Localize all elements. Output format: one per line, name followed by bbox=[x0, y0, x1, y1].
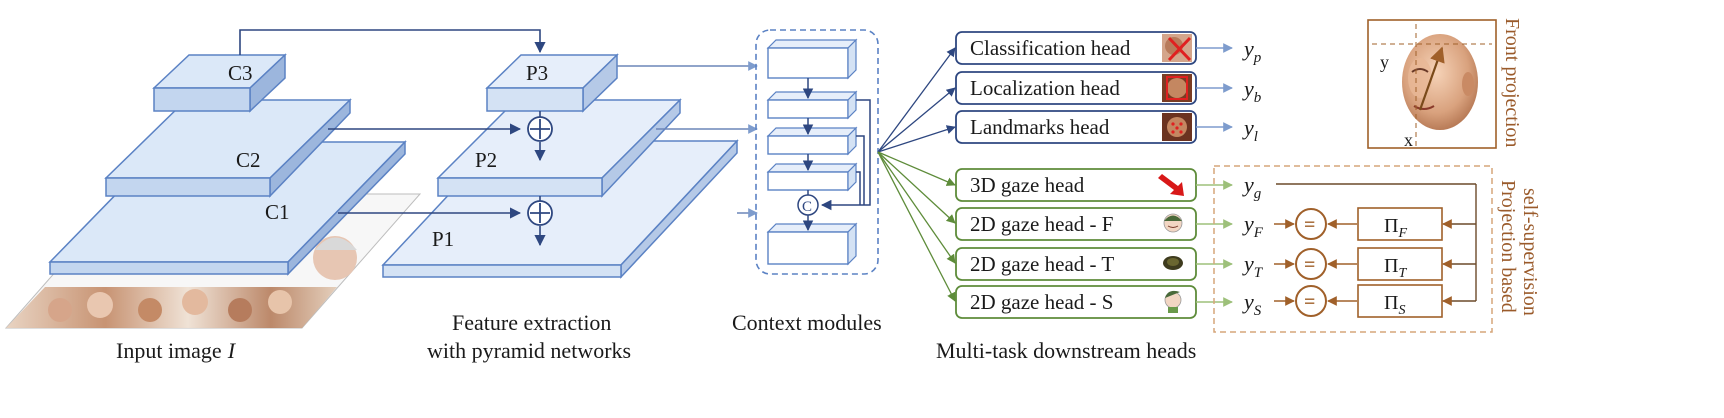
front-axis-y: y bbox=[1380, 52, 1389, 72]
self-supervision-line1: Projection based bbox=[1497, 180, 1519, 313]
head-landmarks-label: Landmarks head bbox=[970, 115, 1110, 139]
context-modules: C bbox=[755, 29, 879, 275]
head-classification: Classification head yp bbox=[955, 31, 1262, 66]
face-crossed-icon bbox=[1162, 34, 1192, 62]
pi-f-label: ΠF bbox=[1384, 215, 1407, 241]
output-yf: yF bbox=[1242, 211, 1264, 241]
p3-label: P3 bbox=[526, 61, 548, 85]
front-axis-x: x bbox=[1404, 130, 1413, 150]
head-2d-gaze-s-label: 2D gaze head - S bbox=[970, 290, 1113, 314]
add-node-c1 bbox=[527, 200, 553, 226]
self-supervision-region: = ΠF = ΠT = ΠS Projection based self-sup… bbox=[1213, 165, 1541, 333]
c3-label: C3 bbox=[228, 61, 253, 85]
head-landmarks: Landmarks head yl bbox=[955, 110, 1258, 145]
equals-symbol-s: = bbox=[1304, 291, 1315, 313]
caption-feature-line1: Feature extraction bbox=[452, 310, 611, 335]
c3-block: C3 bbox=[152, 53, 287, 113]
caption-context: Context modules bbox=[732, 310, 882, 335]
head-3d-gaze-label: 3D gaze head bbox=[970, 173, 1085, 197]
equals-symbol-f: = bbox=[1304, 214, 1315, 236]
projection-row-t: = ΠT bbox=[1274, 247, 1443, 281]
output-yl: yl bbox=[1242, 115, 1258, 145]
output-yt: yT bbox=[1242, 251, 1264, 281]
output-yg: yg bbox=[1242, 172, 1262, 202]
p2-block: P2 bbox=[436, 98, 682, 198]
head-fanout bbox=[877, 47, 956, 302]
head-3d-gaze: 3D gaze head yg bbox=[955, 168, 1262, 202]
head-classification-label: Classification head bbox=[970, 36, 1131, 60]
p3-block: P3 bbox=[485, 53, 619, 113]
self-supervision-line2: self-supervision bbox=[1519, 188, 1541, 316]
c1-label: C1 bbox=[265, 200, 290, 224]
head-localization: Localization head yb bbox=[955, 71, 1262, 106]
projection-row-f: = ΠF bbox=[1274, 207, 1443, 241]
head-2d-gaze-f: 2D gaze head - F yF bbox=[955, 207, 1264, 241]
face-landmarks-icon bbox=[1162, 113, 1192, 141]
head-2d-gaze-t: 2D gaze head - T yT bbox=[955, 247, 1264, 281]
front-projection-title: Front projection bbox=[1501, 18, 1523, 147]
concat-label: C bbox=[802, 199, 812, 215]
c2-label: C2 bbox=[236, 148, 261, 172]
equals-symbol-t: = bbox=[1304, 254, 1315, 276]
front-projection-panel: y x Front projection bbox=[1367, 18, 1523, 150]
face-side-icon bbox=[1164, 290, 1182, 313]
head-2d-gaze-t-label: 2D gaze head - T bbox=[970, 252, 1114, 276]
p2-label: P2 bbox=[475, 148, 497, 172]
head-2d-gaze-s: 2D gaze head - S yS bbox=[955, 285, 1262, 319]
output-ys: yS bbox=[1242, 289, 1262, 319]
red-arrow-icon bbox=[1158, 174, 1184, 196]
caption-heads: Multi-task downstream heads bbox=[936, 338, 1196, 363]
projection-row-s: = ΠS bbox=[1274, 284, 1443, 318]
head-localization-label: Localization head bbox=[970, 76, 1120, 100]
pi-t-label: ΠT bbox=[1384, 255, 1407, 281]
c2-block: C2 bbox=[104, 98, 352, 198]
head-2d-gaze-f-label: 2D gaze head - F bbox=[970, 212, 1113, 236]
face-top-icon bbox=[1163, 256, 1183, 270]
backbone-connections bbox=[239, 29, 546, 247]
output-yb: yb bbox=[1242, 76, 1262, 106]
add-node-c2 bbox=[527, 116, 553, 142]
face-front-icon bbox=[1163, 213, 1183, 233]
pi-s-label: ΠS bbox=[1384, 292, 1405, 318]
p-to-context-arrows bbox=[617, 61, 758, 218]
concat-node bbox=[797, 194, 819, 216]
p1-label: P1 bbox=[432, 227, 454, 251]
head-model-icon bbox=[1402, 34, 1478, 130]
caption-feature-line2: with pyramid networks bbox=[427, 338, 631, 363]
face-box-icon bbox=[1162, 74, 1192, 102]
output-yp: yp bbox=[1242, 36, 1262, 66]
